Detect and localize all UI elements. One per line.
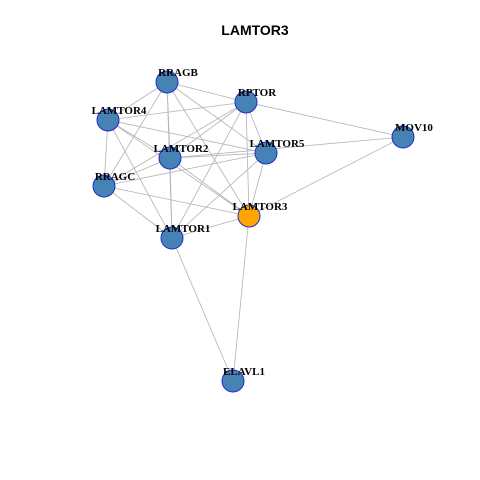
node-label: RPTOR	[238, 87, 277, 99]
node-circle[interactable]	[92, 174, 116, 198]
graph-title: LAMTOR3	[221, 22, 289, 38]
edge-lamtor3-lamtor1	[171, 215, 250, 239]
edge-lamtor4-lamtor5	[107, 119, 267, 154]
edge-rptor-mov10	[245, 101, 404, 138]
node-label: LAMTOR3	[233, 201, 288, 213]
edge-rragb-rptor	[166, 81, 247, 103]
edge-lamtor2-lamtor3	[169, 157, 250, 217]
edge-rptor-lamtor3	[245, 101, 250, 217]
edge-mov10-lamtor2	[169, 136, 404, 159]
node-circle[interactable]	[158, 146, 182, 170]
node-rptor[interactable]: RPTOR	[234, 87, 277, 114]
edge-lamtor5-lamtor1	[171, 152, 267, 239]
edge-lamtor4-lamtor3	[107, 119, 250, 217]
edge-lamtor1-elavl1	[171, 237, 234, 382]
node-lamtor5[interactable]: LAMTOR5	[250, 138, 305, 165]
edge-rptor-rragc	[103, 101, 247, 187]
node-circle[interactable]	[254, 141, 278, 165]
node-circle[interactable]	[155, 70, 179, 94]
node-rragc[interactable]: RRAGC	[92, 171, 135, 198]
node-lamtor2[interactable]: LAMTOR2	[154, 143, 209, 170]
node-circle[interactable]	[391, 125, 415, 149]
node-circle[interactable]	[96, 108, 120, 132]
edge-lamtor4-lamtor2	[107, 119, 171, 159]
node-label: LAMTOR4	[92, 105, 147, 117]
edge-rragc-lamtor1	[103, 185, 173, 239]
edge-rptor-lamtor4	[107, 101, 247, 121]
node-label: LAMTOR1	[156, 223, 211, 235]
node-circle[interactable]	[160, 226, 184, 250]
node-label: LAMTOR2	[154, 143, 209, 155]
edge-lamtor3-elavl1	[232, 215, 250, 382]
node-lamtor1[interactable]: LAMTOR1	[156, 223, 211, 250]
node-circle[interactable]	[234, 90, 258, 114]
edge-layer	[103, 81, 404, 382]
edge-rragb-lamtor3	[166, 81, 250, 217]
node-elavl1[interactable]: ELAVL1	[221, 366, 265, 393]
edge-lamtor2-rragc	[103, 157, 171, 187]
edge-rptor-lamtor1	[171, 101, 247, 239]
node-lamtor4[interactable]: LAMTOR4	[92, 105, 147, 132]
edge-rragb-rragc	[103, 81, 168, 187]
edge-lamtor5-lamtor2	[169, 152, 267, 159]
node-label: RRAGC	[95, 171, 135, 183]
node-lamtor3[interactable]: LAMTOR3	[233, 201, 288, 228]
node-label: MOV10	[395, 122, 433, 134]
node-label: LAMTOR5	[250, 138, 305, 150]
node-label: ELAVL1	[223, 366, 265, 378]
node-label: RRAGB	[158, 67, 198, 79]
edge-rragb-lamtor5	[166, 81, 267, 154]
edge-mov10-lamtor3	[248, 136, 404, 217]
node-circle[interactable]	[237, 204, 261, 228]
edge-rptor-lamtor2	[169, 101, 247, 159]
node-mov10[interactable]: MOV10	[391, 122, 433, 149]
edge-rragc-lamtor3	[103, 185, 250, 217]
edge-rragb-lamtor4	[107, 81, 168, 121]
node-circle[interactable]	[221, 369, 245, 393]
node-rragb[interactable]: RRAGB	[155, 67, 199, 94]
edge-lamtor2-lamtor1	[169, 157, 173, 239]
